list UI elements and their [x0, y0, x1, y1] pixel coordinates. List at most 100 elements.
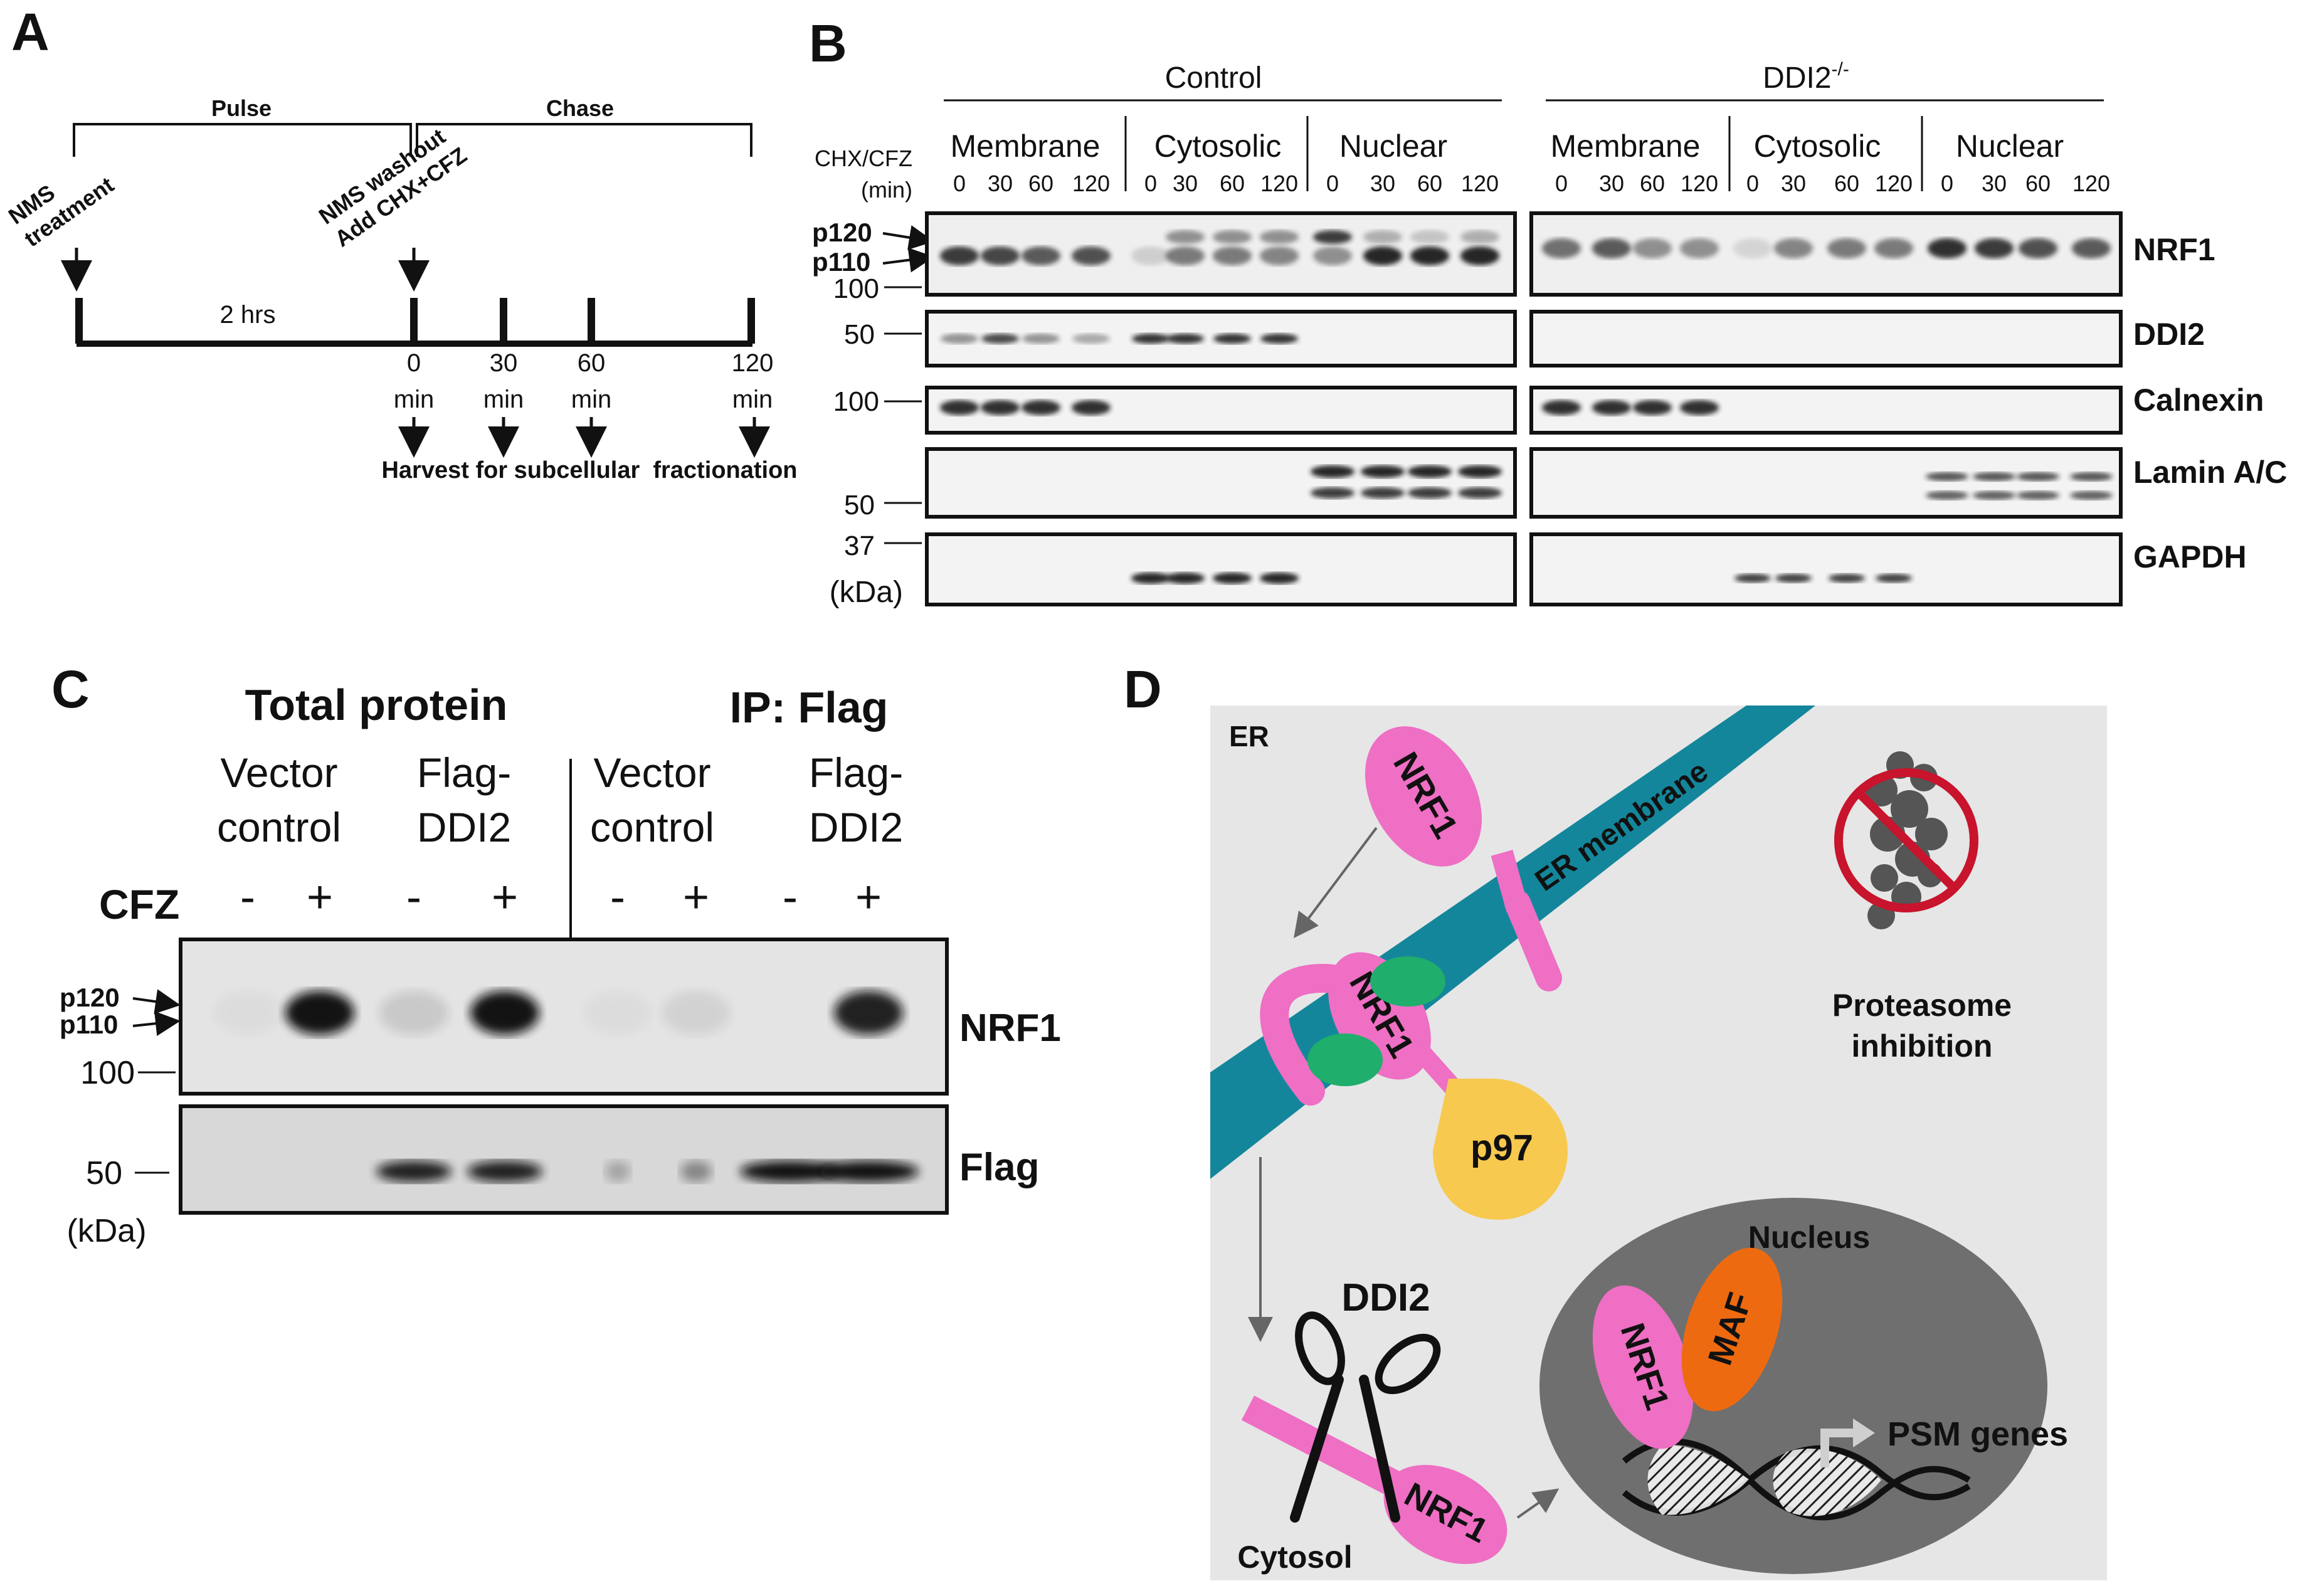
- timepoint-unit: min: [394, 386, 434, 413]
- time-label: 60: [1417, 171, 1442, 196]
- group-label-line2: DDI2: [417, 804, 511, 850]
- pulse-label: Pulse: [211, 95, 272, 121]
- blot-gapdh-ko: [1529, 532, 2123, 606]
- group-label-line2: control: [590, 804, 714, 850]
- time-label: 60: [1028, 171, 1053, 196]
- cfz-label: CFZ: [99, 881, 179, 927]
- fraction-label: Membrane: [1551, 129, 1701, 164]
- p120-arrow: [132, 989, 181, 1014]
- band-nrf1-lower: [940, 246, 979, 265]
- time-label: 30: [988, 171, 1013, 196]
- blot-bands: [940, 230, 2113, 584]
- mw-marker: 37: [844, 531, 875, 561]
- nrf1-anchored: NRF1: [1365, 726, 1562, 991]
- band-gapdh: [1829, 574, 1865, 583]
- nrf1-cleaved: [1383, 1464, 1507, 1565]
- unit-label: (kDa): [66, 1213, 146, 1249]
- band-nrf1-upper: [1363, 230, 1402, 244]
- ddi2-label: DDI2: [1341, 1276, 1430, 1319]
- cfz-sign: -: [240, 872, 255, 922]
- blot-ddi2-ko: [1529, 310, 2123, 367]
- time-label: 0: [1746, 171, 1759, 196]
- time-label: 60: [1834, 171, 1859, 196]
- band-lamin-upper: [1926, 472, 1968, 481]
- band-nrf1-upper: [1460, 230, 1499, 244]
- nrf1-fragment: [1241, 1395, 1412, 1502]
- nms-treatment-label: NMS treatment: [4, 172, 119, 252]
- band-lamin-lower: [1408, 487, 1452, 499]
- timepoint-unit: min: [571, 386, 611, 413]
- ip-flag-label: IP: Flag: [730, 683, 889, 732]
- band-nrf1: [1874, 238, 1913, 258]
- protein-label: NRF1: [2133, 232, 2215, 267]
- band-lamin-upper: [1408, 465, 1452, 478]
- time-label: 30: [1173, 171, 1198, 196]
- p97-label: p97: [1470, 1128, 1533, 1168]
- blot-lamin-control: [925, 447, 1517, 519]
- band-nrf1-lower: [1410, 246, 1449, 265]
- time-label: 0: [1144, 171, 1157, 196]
- group-label-line2: control: [217, 804, 341, 850]
- band-nrf1: [285, 991, 354, 1035]
- panel-c: C Total protein IP: Flag Vector control …: [51, 660, 1061, 1249]
- total-protein-label: Total protein: [245, 680, 508, 729]
- cytosol-label: Cytosol: [1237, 1540, 1352, 1575]
- band-nrf1: [1633, 238, 1672, 258]
- band-ddi2: [1166, 334, 1204, 344]
- fraction-label: Nuclear: [1339, 129, 1447, 164]
- band-nrf1: [1928, 238, 1966, 258]
- time-label: 120: [1681, 171, 1718, 196]
- band-gapdh: [1213, 573, 1252, 584]
- dna-fill: [1773, 1449, 1881, 1516]
- transcription-arrowhead: [1853, 1419, 1875, 1447]
- chase-label: Chase: [546, 95, 614, 121]
- pulse-bracket: [73, 123, 412, 157]
- panel-d-letter: D: [1124, 660, 1162, 719]
- chase-bracket: [416, 123, 752, 157]
- unit-label: (kDa): [830, 576, 903, 609]
- cfz-sign: -: [610, 872, 625, 922]
- band-nrf1-lower: [1260, 246, 1299, 265]
- band-nrf1: [1975, 238, 2014, 258]
- blot-gapdh-control: [925, 532, 1517, 606]
- band-label-p120: p120: [60, 983, 120, 1012]
- duration-label: 2 hrs: [220, 301, 276, 329]
- panel-b-letter: B: [809, 14, 847, 73]
- mw-marker: 50: [86, 1155, 122, 1192]
- band-label-p110: p110: [60, 1010, 118, 1039]
- band-lamin-lower: [2017, 491, 2059, 500]
- nrf1-retrotranslocating: NRF1: [1260, 952, 1475, 1110]
- time-label: 0: [1555, 171, 1568, 196]
- cfz-sign: +: [855, 872, 882, 922]
- cfz-signs: -+-+-+-+: [240, 872, 882, 922]
- time-label: 120: [1461, 171, 1499, 196]
- time-label: 30: [1599, 171, 1624, 196]
- blot-bands: [285, 991, 919, 1182]
- p97: p97: [1433, 1079, 1568, 1220]
- mw-marker: 50: [844, 490, 875, 521]
- time-label: 120: [1072, 171, 1110, 196]
- band-calnexin: [1022, 400, 1060, 415]
- treatment-unit: (min): [861, 177, 912, 203]
- band-calnexin: [981, 400, 1020, 415]
- proteasome-line2: inhibition: [1852, 1028, 1993, 1064]
- proteasome-inhibition: Proteasome inhibition: [1832, 751, 2012, 1064]
- band-nrf1-lower: [1363, 246, 1402, 265]
- band-label-p110: p110: [812, 247, 870, 277]
- band-nrf1-lower: [1072, 246, 1111, 265]
- fraction-label: Cytosolic: [1754, 129, 1881, 164]
- band-label-p120: p120: [812, 218, 872, 247]
- protein-label: Flag: [959, 1146, 1039, 1189]
- band-nrf1: [379, 991, 448, 1035]
- nrf1-nuclear: [1592, 1285, 1694, 1449]
- band-nrf1: [1774, 238, 1813, 258]
- band-gapdh: [1876, 574, 1912, 583]
- fraction-label: Nuclear: [1956, 129, 2064, 164]
- blot-flag: [179, 1104, 949, 1215]
- green-protein: [1307, 1033, 1383, 1086]
- time-label: 30: [1370, 171, 1395, 196]
- time-label: 30: [1781, 171, 1806, 196]
- blot-calnexin-control: [925, 386, 1517, 435]
